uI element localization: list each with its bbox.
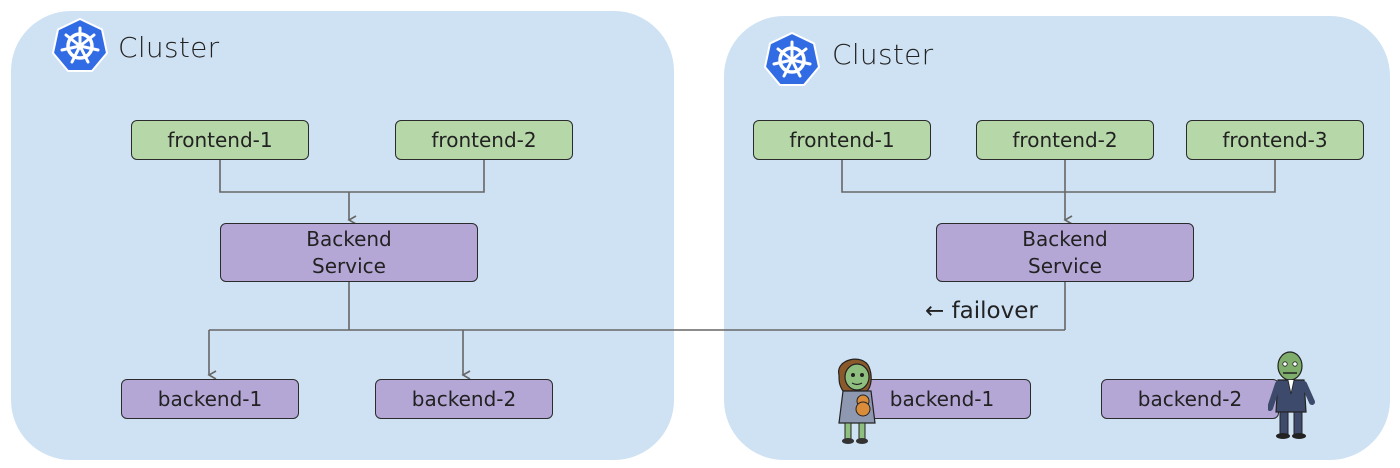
left-frontend-2: frontend-2	[395, 120, 573, 160]
left-backend-2: backend-2	[375, 379, 553, 419]
cluster-title-left: Cluster	[118, 31, 220, 64]
failover-label: ← failover	[925, 298, 1038, 324]
right-frontend-1: frontend-1	[753, 120, 931, 160]
left-frontend-1: frontend-1	[131, 120, 309, 160]
left-backend-1: backend-1	[121, 379, 299, 419]
zombie-girl-icon	[838, 358, 876, 444]
right-frontend-2: frontend-2	[976, 120, 1154, 160]
left-backend-service: Backend Service	[220, 223, 478, 282]
kubernetes-icon	[764, 31, 820, 86]
zombie-man-icon	[1268, 351, 1315, 439]
right-frontend-3: frontend-3	[1186, 120, 1364, 160]
kubernetes-icon	[52, 17, 108, 72]
right-backend-service: Backend Service	[936, 223, 1194, 282]
cluster-title-right: Cluster	[832, 38, 934, 71]
right-backend-2: backend-2	[1101, 379, 1279, 419]
